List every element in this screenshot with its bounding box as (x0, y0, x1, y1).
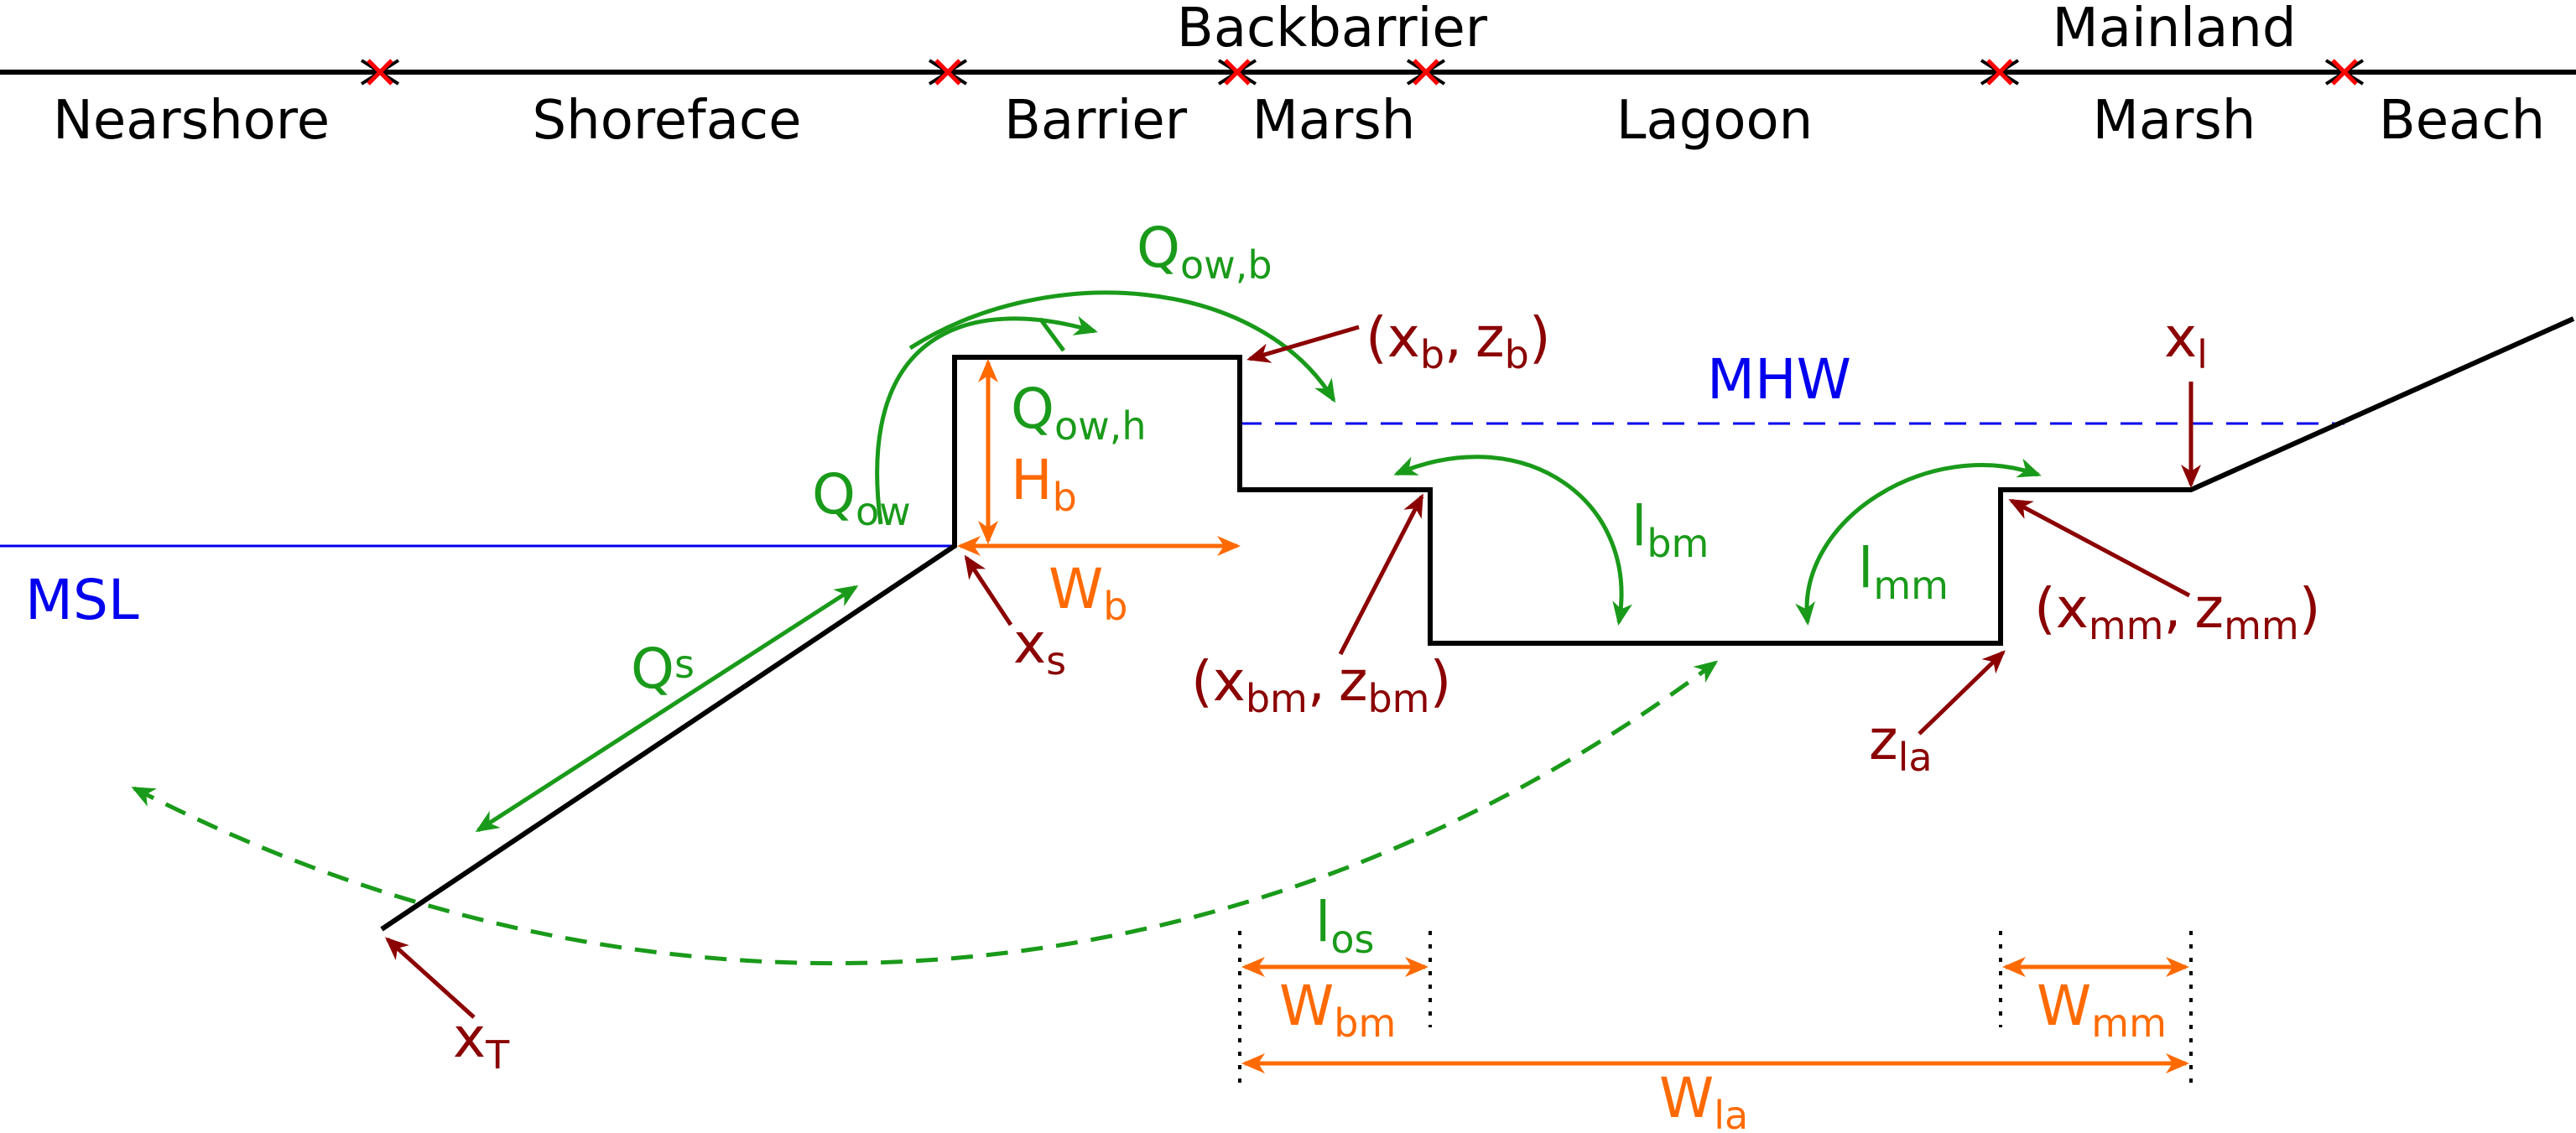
dashed-exchange-arrow (131, 660, 1719, 966)
zone-label-backbarrier-marsh: Marsh (1252, 90, 1416, 152)
msl-label: MSL (25, 568, 139, 632)
zone-boundary-marker (1980, 59, 2020, 86)
label-qowh: Qow,h (1011, 377, 1147, 449)
zone-label-barrier: Barrier (1004, 90, 1188, 152)
xb-zb-pointer (1246, 325, 1360, 363)
label-lbm: lbm (1631, 494, 1709, 566)
zone-label-backbarrier: Backbarrier (1177, 0, 1488, 60)
lbm-arrow (1393, 455, 1632, 626)
xmm-zmm-pointer (2008, 498, 2191, 598)
zone-boundary-marker (928, 59, 968, 86)
mhw-label: MHW (1707, 347, 1851, 412)
zone-label-mainland: Mainland (2053, 0, 2297, 60)
zone-bar: Nearshore Shoreface Barrier Backbarrier … (0, 0, 2576, 152)
zone-boundary-marker (1217, 59, 1257, 86)
zone-label-shoreface: Shoreface (533, 90, 802, 152)
label-xb-zb: (xb,zb) (1366, 305, 1551, 377)
label-wb: Wb (1049, 557, 1127, 629)
zone-label-nearshore: Nearshore (53, 90, 330, 152)
label-xbm-zbm: (xbm,zbm) (1191, 649, 1451, 721)
xt-pointer (385, 937, 476, 1019)
zone-boundary-marker (360, 59, 400, 86)
label-xt: xT (453, 1006, 510, 1078)
lmm-arrow (1795, 458, 2042, 626)
label-xs: xs (1013, 611, 1066, 683)
zone-label-lagoon: Lagoon (1616, 90, 1813, 152)
zone-boundary-marker (2324, 59, 2365, 86)
xs-pointer (964, 554, 1013, 626)
label-los: los (1315, 890, 1374, 962)
qs-arrow (475, 585, 859, 833)
label-wmm: Wmm (2037, 974, 2167, 1046)
label-zla: zla (1869, 708, 1933, 780)
xbm-zbm-pointer (1338, 493, 1424, 656)
label-qs: Qs (631, 637, 695, 701)
label-wla: Wla (1659, 1066, 1748, 1133)
zla-pointer (1918, 650, 2006, 735)
zone-boundary-marker (1406, 59, 1446, 86)
label-hb: Hb (1011, 448, 1077, 520)
zone-label-beach: Beach (2379, 90, 2545, 152)
zone-label-mainland-marsh: Marsh (2093, 90, 2256, 152)
label-xmm-zmm: (xmm,zmm) (2034, 576, 2320, 648)
qowb-arrow (908, 290, 1336, 403)
label-qowb: Qow,b (1137, 216, 1272, 288)
label-lmm: lmm (1858, 536, 1949, 608)
label-xl: xl (2164, 305, 2208, 377)
label-qow: Qow (812, 462, 911, 534)
qowh-pointer (1038, 317, 1066, 352)
label-wbm: Wbm (1279, 974, 1396, 1046)
